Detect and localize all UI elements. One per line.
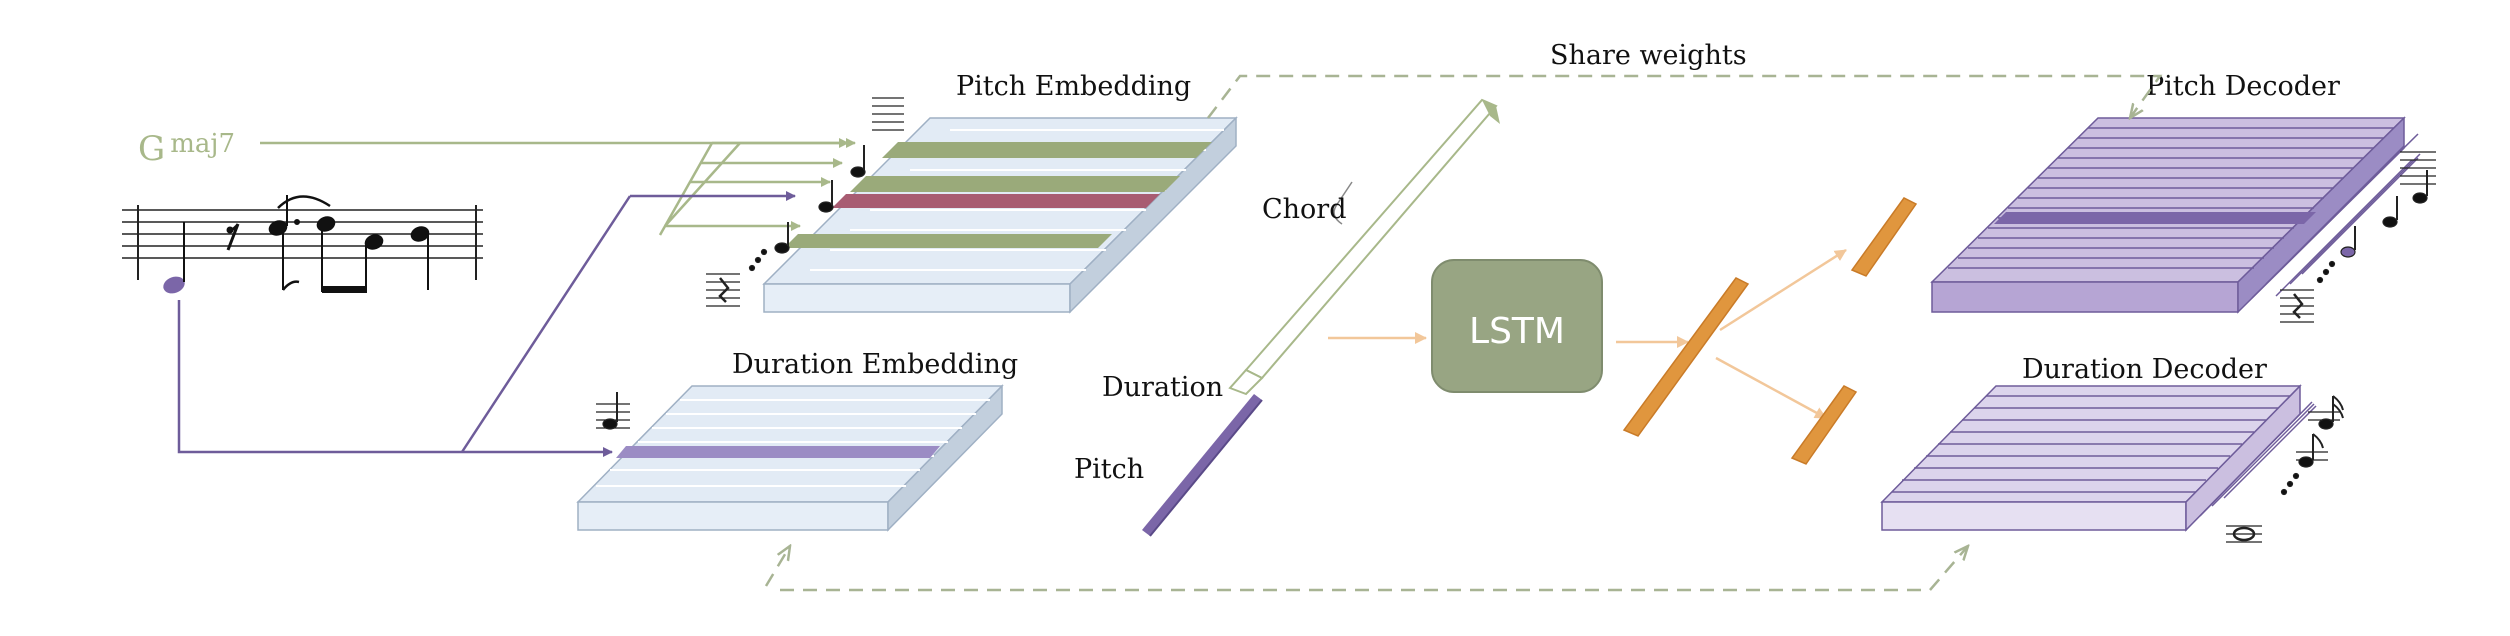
pitch-decoder-label: Pitch Decoder <box>2146 71 2340 102</box>
note-staff-icon <box>2400 151 2436 185</box>
duration-segment <box>1228 368 1264 396</box>
rest-staff-icon <box>706 273 740 307</box>
share-weights-bottom-path <box>780 546 1968 592</box>
note-icon <box>2382 216 2398 228</box>
pitch-duration-arrows <box>177 191 796 457</box>
lstm-block <box>1431 259 1603 393</box>
lstm-label: LSTM <box>1469 311 1565 352</box>
score-staff <box>122 205 483 280</box>
duration-head-vector <box>1790 385 1858 465</box>
pitch-label: Pitch <box>1074 454 1144 485</box>
duration-decoder-block: Duration Decoder <box>1880 354 2317 532</box>
input-vector: Chord Duration Pitch <box>1074 98 1500 537</box>
chord-label: Chord <box>1262 194 1347 225</box>
duration-decoder-label: Duration Decoder <box>2022 354 2267 385</box>
pitch-embedding-row-chord1 <box>882 142 1212 158</box>
note-icon <box>774 242 790 254</box>
note-icon <box>2412 192 2428 204</box>
pitch-decoder-block: Pitch Decoder <box>1930 71 2421 314</box>
pitch-segment <box>1142 394 1262 536</box>
pitch-embedding-row-chord2 <box>850 176 1180 192</box>
chord-brace <box>1333 181 1353 225</box>
share-weights-top-path <box>1207 74 2163 118</box>
duration-decoder-output-icons <box>2226 395 2344 543</box>
chord-symbol: G maj7 <box>138 129 235 169</box>
chord-root: G <box>138 129 165 169</box>
duration-embedding-row-active <box>616 446 940 458</box>
pitch-embedding-row-pitch <box>832 194 1160 208</box>
sixteenth-note-icon <box>2308 395 2344 430</box>
share-weights-paths <box>764 74 2163 592</box>
hidden-to-duration-head-arrow <box>1715 356 1827 420</box>
chord-quality: maj7 <box>170 129 235 159</box>
note-icon <box>818 201 834 213</box>
chord-segment-cap <box>1482 100 1500 124</box>
note-icon <box>2340 246 2356 258</box>
duration-embedding-label: Duration Embedding <box>732 349 1018 380</box>
rest-staff-icon <box>2280 289 2314 323</box>
pitch-decoder-row-active <box>1994 212 2316 224</box>
share-weights-bottom-left-arrow <box>764 546 790 587</box>
token-icons-pitch <box>706 97 904 307</box>
pitch-decoder-output-icons <box>2280 151 2436 323</box>
pitch-embedding-label: Pitch Embedding <box>956 71 1191 102</box>
hidden-to-pitch-head-arrow <box>1719 248 1847 332</box>
note-icon <box>2296 433 2328 468</box>
note-staff-icon <box>872 97 904 131</box>
pitch-embedding-block: Pitch Embedding <box>762 71 1238 314</box>
duration-embedding-block: Duration Embedding <box>576 349 1018 532</box>
chord-arrows <box>260 138 856 236</box>
hidden-state-vector <box>1622 277 1750 437</box>
pitch-head-vector <box>1850 197 1918 277</box>
share-weights-label: Share weights <box>1550 40 1747 71</box>
note-icon <box>602 418 618 430</box>
note-icon <box>850 166 866 178</box>
duration-label: Duration <box>1102 372 1223 403</box>
pitch-embedding-row-chord3 <box>784 234 1112 248</box>
whole-note-icon <box>2226 525 2262 543</box>
token-icons-duration <box>596 392 630 430</box>
score-snippet: G maj7 <box>122 129 483 294</box>
score-notes <box>163 195 430 294</box>
highlighted-note-head <box>163 276 185 294</box>
